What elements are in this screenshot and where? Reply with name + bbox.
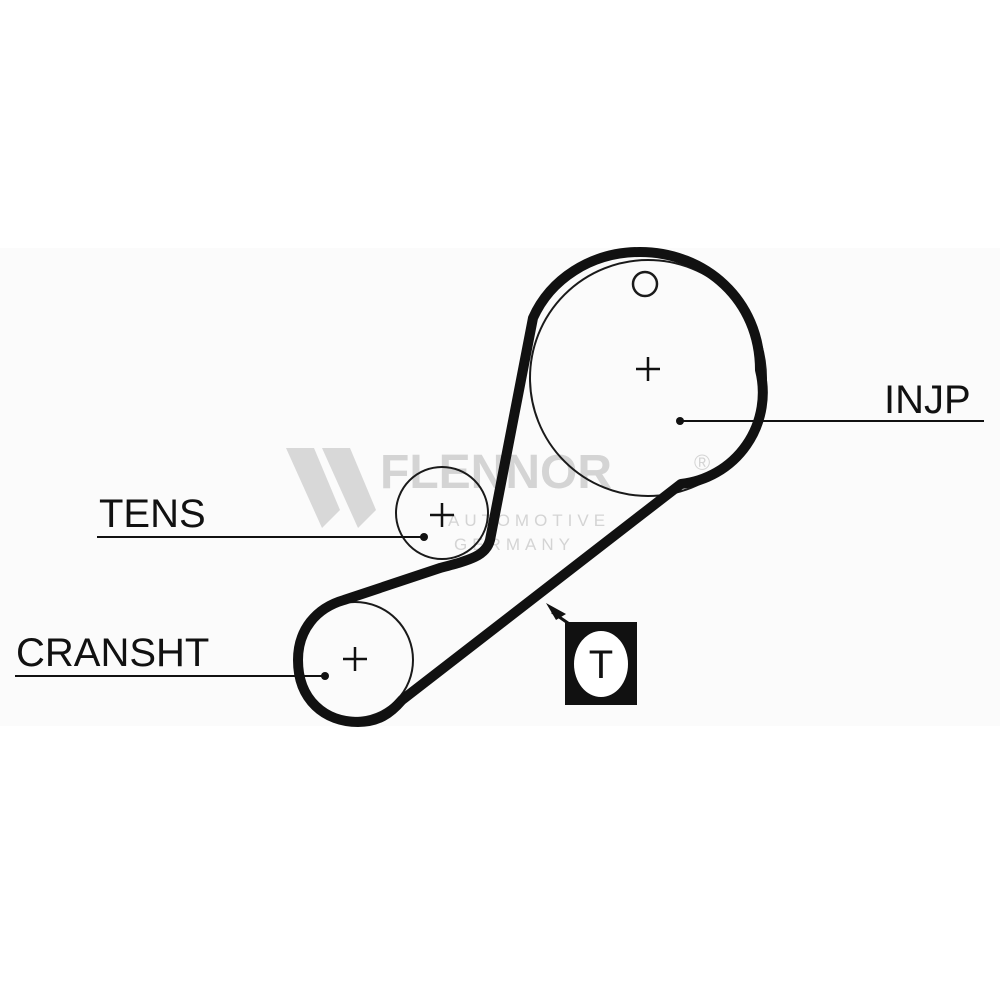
tensioner-pulley (395, 466, 489, 560)
cransht-leader (15, 672, 329, 680)
timing-belt (293, 247, 768, 727)
crankshaft-center-mark (343, 647, 367, 671)
injp-leader (676, 417, 984, 425)
watermark-line1: AUTOMOTIVE (448, 511, 610, 530)
label-tens: TENS (99, 492, 206, 536)
tension-marker: T (546, 603, 637, 705)
watermark-logo-icon (286, 448, 340, 528)
label-cransht: CRANSHT (16, 631, 209, 675)
tens-leader (97, 533, 428, 541)
timing-mark-circle (631, 270, 659, 298)
injection-pump-center-mark (636, 357, 660, 381)
label-injp: INJP (884, 378, 971, 422)
watermark-line2: GERMANY (454, 535, 575, 554)
tension-arrow-icon (546, 603, 566, 620)
tension-box-oval (574, 631, 628, 697)
tension-marker-letter: T (589, 643, 613, 687)
tensioner-center-mark (430, 503, 454, 527)
watermark-logo-icon-stroke-2 (322, 448, 376, 528)
watermark-registered: ® (694, 450, 715, 475)
